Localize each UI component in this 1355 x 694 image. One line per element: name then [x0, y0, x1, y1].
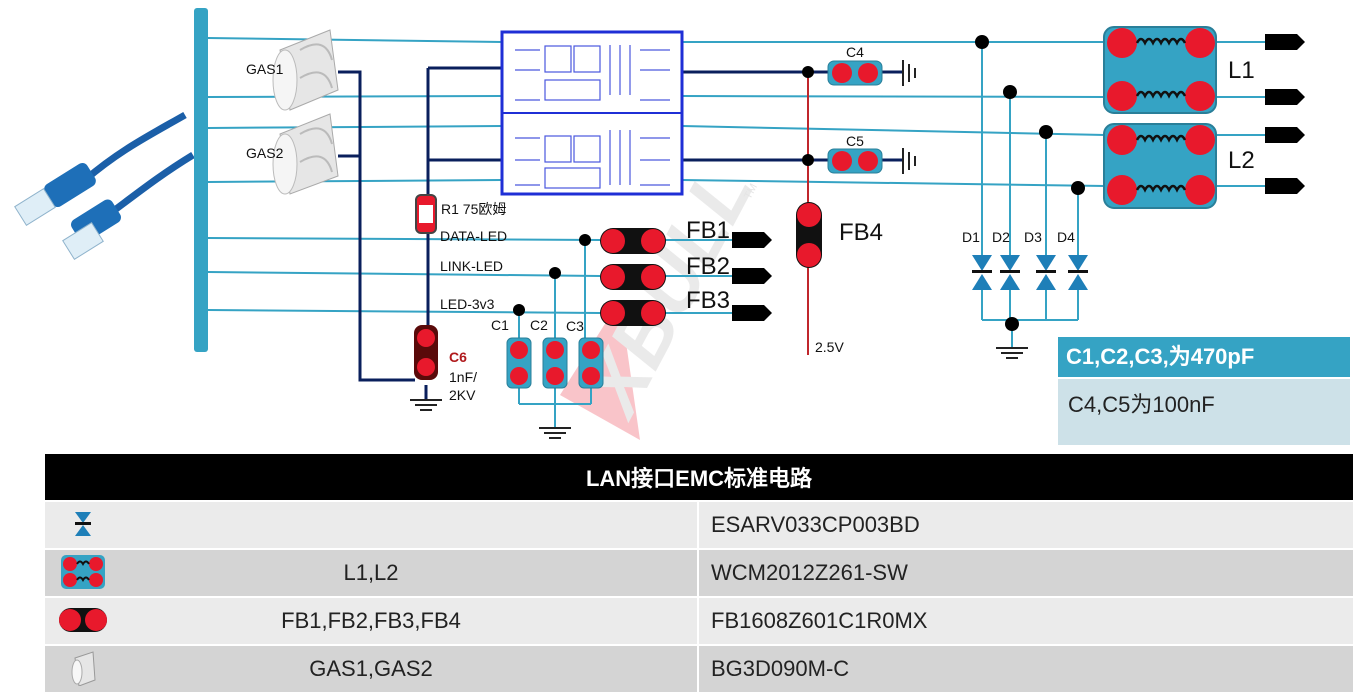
l1-choke	[1103, 26, 1217, 114]
gas-discharge-tube-icon	[71, 651, 96, 686]
c1-capacitor	[506, 337, 532, 389]
c3-label: C3	[566, 318, 584, 334]
lan-emc-schematic: XBULL TM	[14, 8, 1305, 440]
r1-resistor	[415, 194, 437, 234]
d4-tvs-diode	[1068, 255, 1088, 290]
capacitance-note-c123: C1,C2,C3,为470pF	[1058, 337, 1350, 377]
d3-tvs-diode	[1036, 255, 1056, 290]
c1-label: C1	[491, 317, 509, 333]
table-row: FB1,FB2,FB3,FB4 FB1608Z601C1R0MX	[45, 598, 1353, 644]
gas2-tube	[272, 113, 339, 195]
bom-table: LAN接口EMC标准电路 ESARV033CP003BD L1,L2 WCM20…	[45, 452, 1353, 694]
fb4-label: FB4	[839, 219, 883, 246]
lan-transformer	[500, 30, 684, 196]
junction-dots	[513, 35, 1085, 331]
part-number: ESARV033CP003BD	[699, 502, 1353, 548]
tvs-diode-icon	[75, 512, 91, 536]
fb3-label: FB3	[686, 287, 730, 314]
c4-capacitor	[827, 60, 883, 86]
table-title: LAN接口EMC标准电路	[45, 454, 1353, 500]
data-led-label: DATA-LED	[440, 228, 507, 244]
c5-capacitor	[827, 148, 883, 174]
d1-label: D1	[962, 229, 980, 245]
c6-value-2: 2KV	[449, 387, 476, 403]
d2-tvs-diode	[1000, 255, 1020, 290]
gas1-label: GAS1	[246, 61, 284, 77]
gas1-tube	[272, 29, 339, 111]
ground-c4	[902, 60, 916, 86]
c6-capacitor	[414, 325, 438, 380]
fb2-bead	[600, 264, 666, 290]
component-name: FB1,FB2,FB3,FB4	[281, 608, 461, 633]
c3-capacitor	[578, 337, 604, 389]
ground-diodes	[996, 347, 1028, 359]
part-number: WCM2012Z261-SW	[699, 550, 1353, 596]
d4-label: D4	[1057, 229, 1075, 245]
l2-choke	[1103, 123, 1217, 209]
r1-label: R1 75欧姆	[441, 201, 506, 217]
connector-bar	[194, 8, 208, 352]
c5-label: C5	[846, 133, 864, 149]
d1-tvs-diode	[972, 255, 992, 290]
l2-label: L2	[1228, 147, 1255, 174]
ferrite-bead-icon	[59, 608, 107, 632]
led-3v3-label: LED-3v3	[440, 296, 495, 312]
ground-c123	[539, 427, 571, 439]
fb1-bead	[600, 228, 666, 254]
part-number: FB1608Z601C1R0MX	[699, 598, 1353, 644]
voltage-label: 2.5V	[815, 339, 844, 355]
table-row: GAS1,GAS2 BG3D090M-C	[45, 646, 1353, 692]
link-led-label: LINK-LED	[440, 258, 503, 274]
signal-traces	[207, 37, 1268, 428]
d3-label: D3	[1024, 229, 1042, 245]
c4-label: C4	[846, 44, 864, 60]
l1-label: L1	[1228, 57, 1255, 84]
fb3-bead	[600, 300, 666, 326]
gas2-label: GAS2	[246, 145, 284, 161]
output-arrows	[732, 34, 1305, 321]
c6-label: C6	[449, 349, 467, 365]
fb2-label: FB2	[686, 253, 730, 280]
table-row: ESARV033CP003BD	[45, 502, 1353, 548]
component-name: GAS1,GAS2	[309, 656, 433, 681]
component-name: L1,L2	[343, 560, 399, 585]
capacitance-note-c45: C4,C5为100nF	[1058, 379, 1350, 445]
ground-c6	[410, 399, 442, 411]
fb4-bead	[796, 202, 822, 268]
fb1-label: FB1	[686, 217, 730, 244]
d2-label: D2	[992, 229, 1010, 245]
part-number: BG3D090M-C	[699, 646, 1353, 692]
ground-c5	[902, 148, 916, 174]
c2-capacitor	[542, 337, 568, 389]
table-row: L1,L2 WCM2012Z261-SW	[45, 550, 1353, 596]
table-header-row: LAN接口EMC标准电路	[45, 454, 1353, 500]
c6-value-1: 1nF/	[449, 369, 477, 385]
c2-label: C2	[530, 317, 548, 333]
common-mode-choke-icon	[61, 555, 105, 589]
ethernet-cable-icon	[14, 111, 195, 261]
